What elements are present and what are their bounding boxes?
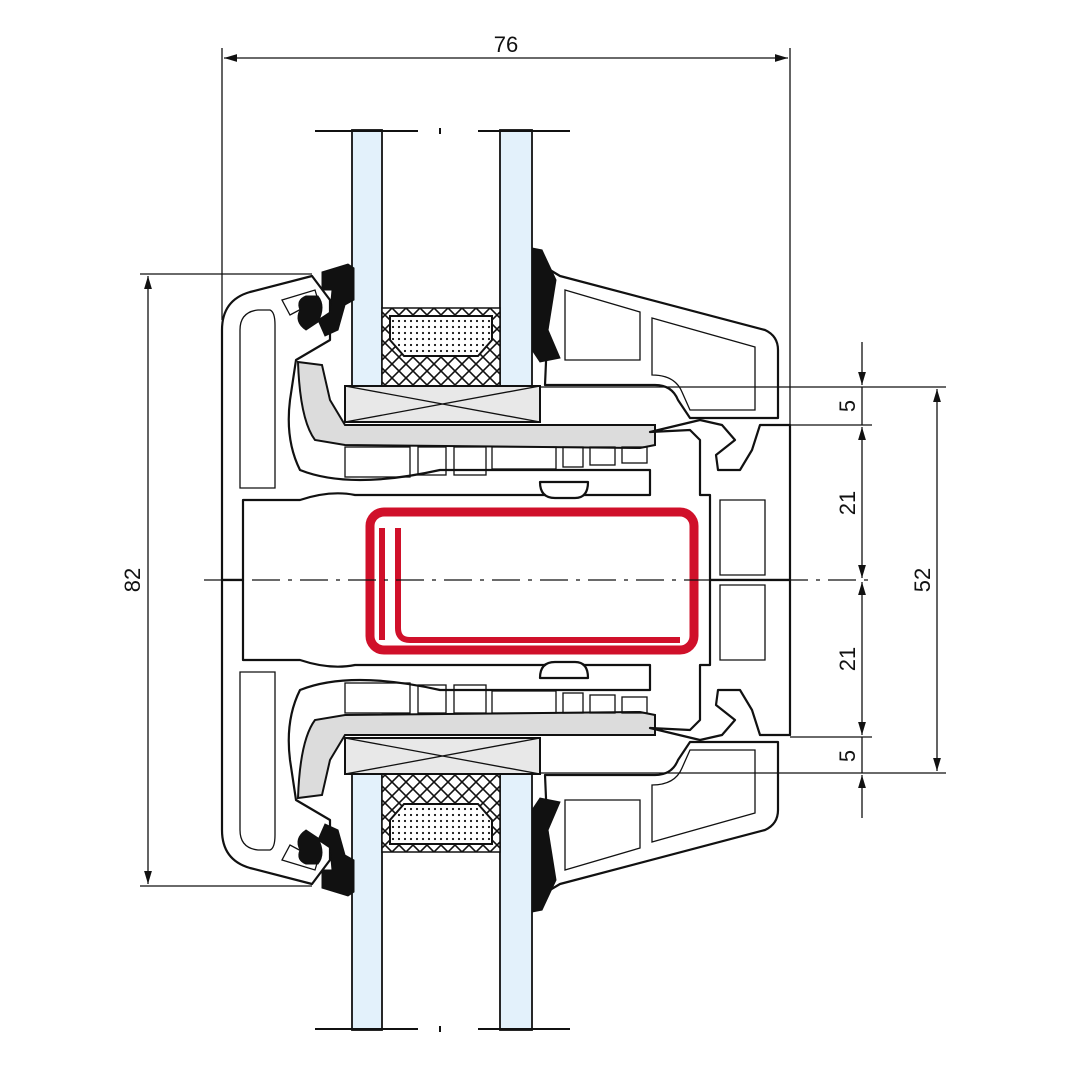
dimension-inner-height: 52 [540, 386, 946, 774]
steel-reinforcement [365, 507, 699, 655]
dimension-width: 76 [221, 32, 791, 425]
dimension-label-5-top: 5 [835, 400, 860, 412]
dimension-label-76: 76 [494, 32, 518, 57]
dimension-label-21-top: 21 [835, 491, 860, 515]
dimension-label-82: 82 [120, 568, 145, 592]
dimension-label-21-bottom: 21 [835, 647, 860, 671]
dimension-label-52: 52 [910, 568, 935, 592]
dimension-stack: 5 21 21 5 [790, 342, 872, 818]
dimension-label-5-bottom: 5 [835, 750, 860, 762]
dimension-height: 82 [120, 273, 312, 887]
